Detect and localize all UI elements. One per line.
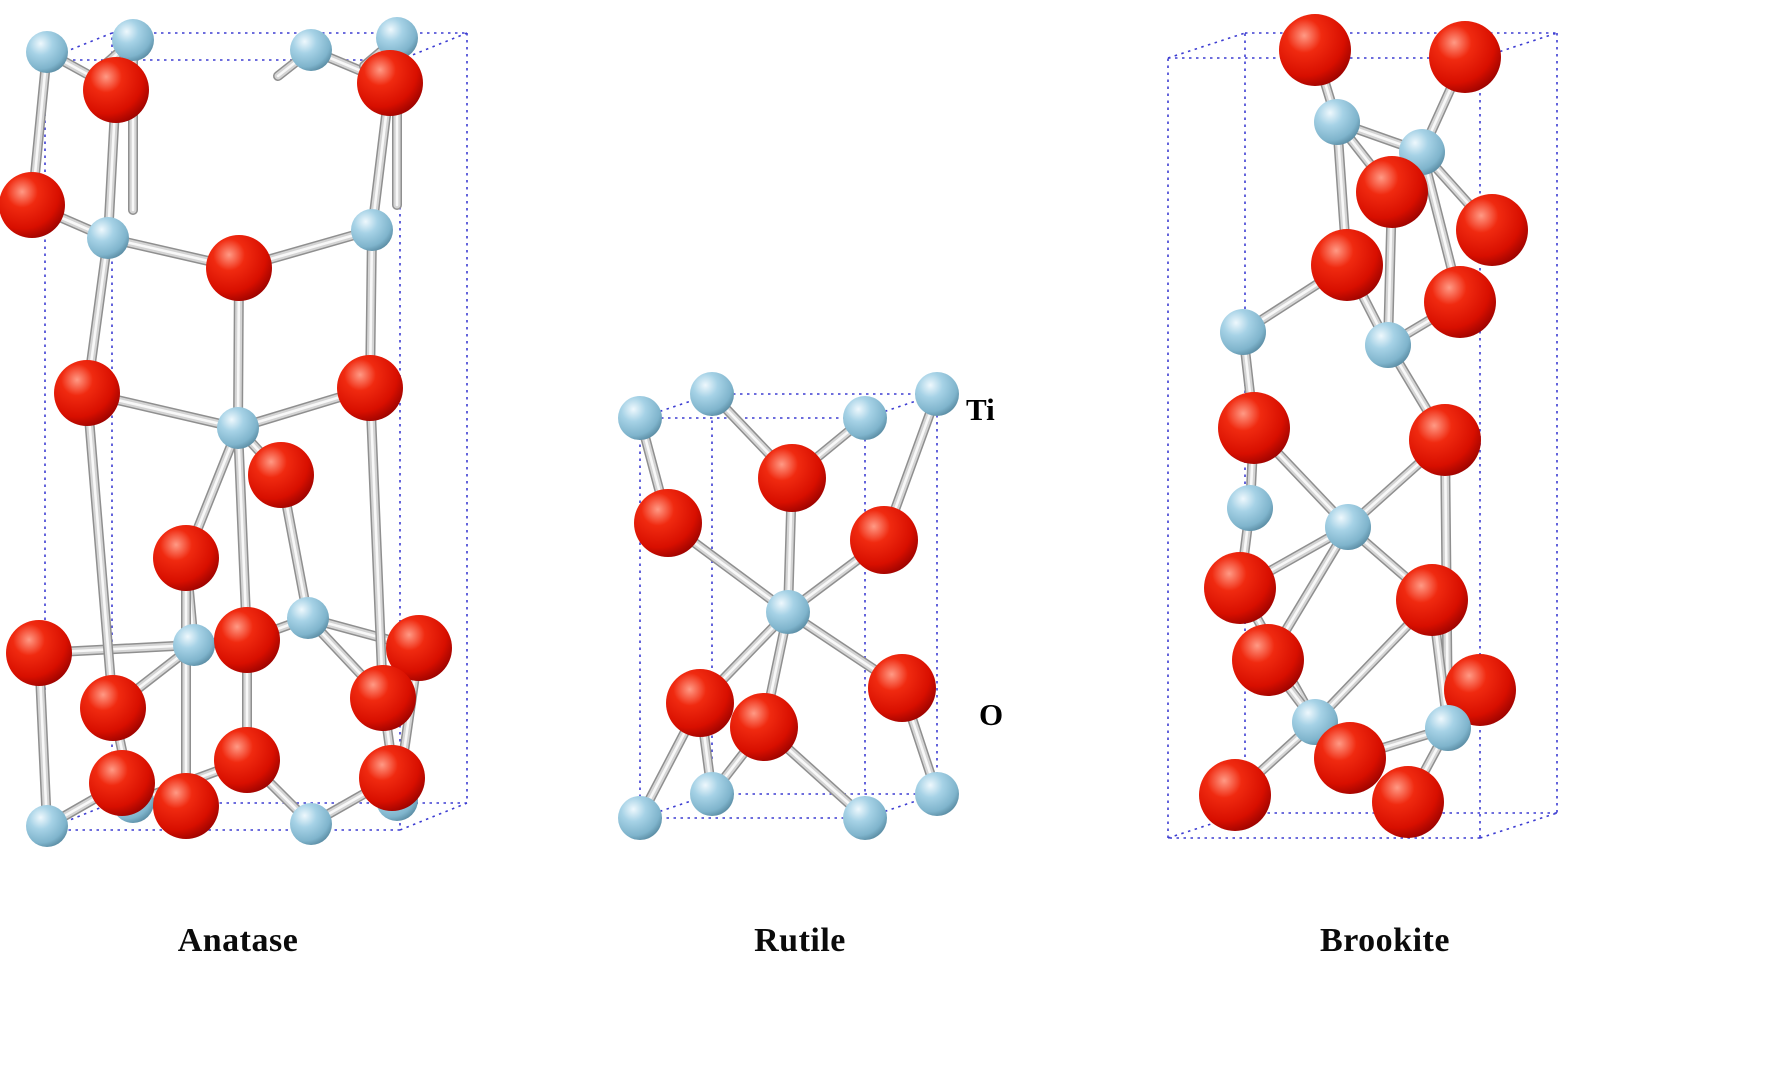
titanium-atom: [290, 29, 332, 71]
unit-cell-edge: [44, 802, 113, 831]
titanium-atom: [112, 19, 154, 61]
titanium-atom: [915, 772, 959, 816]
oxygen-atom: [1311, 229, 1383, 301]
oxygen-atom: [337, 355, 403, 421]
titanium-atom: [766, 590, 810, 634]
oxygen-atom: [83, 57, 149, 123]
oxygen-atom: [666, 669, 734, 737]
oxygen-atom: [89, 750, 155, 816]
brookite-label: Brookite: [1320, 922, 1450, 959]
titanium-atom: [26, 805, 68, 847]
unit-cell-edge: [44, 32, 113, 61]
oxygen-atom: [1314, 722, 1386, 794]
bond: [85, 391, 115, 710]
titanium-legend-label: Ti: [966, 392, 995, 427]
titanium-atom: [287, 597, 329, 639]
titanium-atom: [87, 217, 129, 259]
titanium-atom: [843, 796, 887, 840]
titanium-atom: [290, 803, 332, 845]
oxygen-atom: [1372, 766, 1444, 838]
titanium-atom: [1365, 322, 1411, 368]
oxygen-atom: [850, 506, 918, 574]
oxygen-atom: [1444, 654, 1516, 726]
oxygen-atom: [206, 235, 272, 301]
brookite-structure: [1167, 14, 1558, 839]
oxygen-atom: [1409, 404, 1481, 476]
oxygen-atom: [1218, 392, 1290, 464]
titanium-atom: [1220, 309, 1266, 355]
unit-cell-edge: [1479, 812, 1558, 839]
anatase-structure: [0, 17, 468, 847]
titanium-atom: [351, 209, 393, 251]
titanium-atom: [915, 372, 959, 416]
oxygen-legend-label: O: [979, 697, 1004, 732]
oxygen-atom: [248, 442, 314, 508]
oxygen-atom: [1232, 624, 1304, 696]
titanium-atom: [843, 396, 887, 440]
oxygen-atom: [214, 727, 280, 793]
unit-cell-edge: [1167, 32, 1246, 59]
oxygen-atom: [6, 620, 72, 686]
oxygen-atom: [1456, 194, 1528, 266]
oxygen-atom: [868, 654, 936, 722]
oxygen-atom: [1204, 552, 1276, 624]
oxygen-atom: [54, 360, 120, 426]
titanium-atom: [1314, 99, 1360, 145]
oxygen-atom: [1396, 564, 1468, 636]
titanium-atom: [376, 17, 418, 59]
oxygen-atom: [357, 50, 423, 116]
anatase-label: Anatase: [177, 922, 299, 959]
rutile-structure: [618, 372, 959, 840]
titanium-atom: [618, 796, 662, 840]
titanium-atom: [690, 772, 734, 816]
titanium-atom: [1425, 705, 1471, 751]
oxygen-atom: [153, 525, 219, 591]
titanium-atom: [1325, 504, 1371, 550]
titanium-atom: [217, 407, 259, 449]
oxygen-atom: [359, 745, 425, 811]
oxygen-atom: [1429, 21, 1501, 93]
oxygen-atom: [214, 607, 280, 673]
oxygen-atom: [0, 172, 65, 238]
oxygen-atom: [1199, 759, 1271, 831]
titanium-atom: [173, 624, 215, 666]
unit-cell-edge: [399, 802, 468, 831]
oxygen-atom: [386, 615, 452, 681]
titanium-atom: [1227, 485, 1273, 531]
oxygen-atom: [634, 489, 702, 557]
titanium-atom: [618, 396, 662, 440]
oxygen-atom: [80, 675, 146, 741]
oxygen-atom: [730, 693, 798, 761]
unit-cell-edge: [399, 32, 468, 61]
rutile-label: Rutile: [754, 922, 846, 959]
oxygen-atom: [153, 773, 219, 839]
oxygen-atom: [1279, 14, 1351, 86]
titanium-atom: [690, 372, 734, 416]
bond: [368, 386, 385, 700]
oxygen-atom: [350, 665, 416, 731]
bond: [236, 426, 249, 642]
oxygen-atom: [1356, 156, 1428, 228]
titanium-atom: [26, 31, 68, 73]
oxygen-atom: [758, 444, 826, 512]
oxygen-atom: [1424, 266, 1496, 338]
